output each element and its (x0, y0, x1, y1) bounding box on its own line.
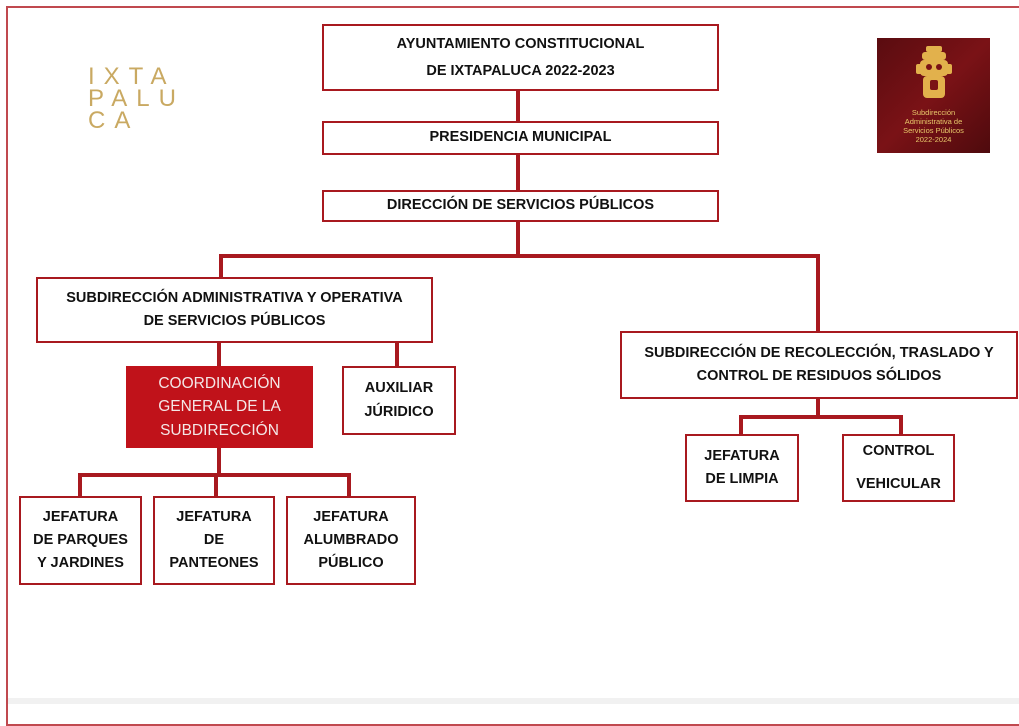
node-sub-recoleccion: SUBDIRECCIÓN DE RECOLECCIÓN, TRASLADO Y … (620, 331, 1018, 399)
logo-text-line: CA (88, 107, 140, 134)
node-label: COORDINACIÓN (158, 375, 281, 393)
node-sub-admin: SUBDIRECCIÓN ADMINISTRATIVA Y OPERATIVA … (36, 277, 433, 343)
ixtapaluca-logo: IXTA PALU CA (88, 63, 185, 134)
node-label: DE (203, 531, 225, 548)
node-ayuntamiento: AYUNTAMIENTO CONSTITUCIONAL DE IXTAPALUC… (322, 24, 719, 91)
node-label: CONTROL (862, 442, 935, 459)
node-label: AUXILIAR (364, 380, 434, 397)
bottom-strip (8, 698, 1019, 704)
node-label: Y JARDINES (37, 555, 124, 572)
mascot-emblem-icon (916, 46, 952, 98)
node-label: AYUNTAMIENTO CONSTITUCIONAL (396, 35, 645, 52)
node-label: DIRECCIÓN DE SERVICIOS PÚBLICOS (386, 197, 655, 214)
node-label: JEFATURA (704, 447, 780, 464)
node-label: PRESIDENCIA MUNICIPAL (429, 129, 612, 146)
subdireccion-badge: Subdirección Administrativa de Servicios… (877, 38, 990, 153)
node-label: SUBDIRECCIÓN (160, 421, 279, 439)
node-coordinacion: COORDINACIÓN GENERAL DE LA SUBDIRECCIÓN (126, 366, 313, 448)
badge-caption: Subdirección Administrativa de Servicios… (877, 108, 990, 144)
node-label: PÚBLICO (318, 555, 384, 572)
node-label: DE LIMPIA (705, 471, 779, 487)
node-presidencia: PRESIDENCIA MUNICIPAL (322, 121, 719, 155)
node-label: GENERAL DE LA (158, 398, 281, 416)
node-label: ALUMBRADO (303, 531, 399, 548)
node-direccion: DIRECCIÓN DE SERVICIOS PÚBLICOS (322, 190, 719, 222)
node-vehicular: CONTROL VEHICULAR (842, 434, 955, 502)
org-connectors (78, 90, 903, 497)
node-label: JEFATURA (313, 508, 389, 525)
node-label: CONTROL DE RESIDUOS SÓLIDOS (696, 368, 942, 384)
badge-caption-line: Administrativa de (904, 117, 963, 126)
badge-caption-line: 2022-2024 (915, 135, 952, 144)
logo-text-line: PALU (88, 85, 185, 112)
node-label: PANTEONES (169, 555, 259, 572)
node-label: JEFATURA (42, 508, 119, 525)
node-label: SUBDIRECCIÓN ADMINISTRATIVA Y OPERATIVA (66, 289, 403, 306)
logo-text-line: IXTA (88, 63, 176, 90)
node-label: DE IXTAPALUCA 2022-2023 (426, 62, 615, 79)
node-parques: JEFATURA DE PARQUES Y JARDINES (19, 496, 142, 585)
node-alumbrado: JEFATURA ALUMBRADO PÚBLICO (286, 496, 416, 585)
node-label: JÚRIDICO (364, 403, 434, 420)
node-label: VEHICULAR (856, 476, 941, 492)
node-limpia: JEFATURA DE LIMPIA (685, 434, 799, 502)
node-auxiliar: AUXILIAR JÚRIDICO (342, 366, 456, 435)
badge-caption-line: Subdirección (911, 108, 956, 117)
node-panteones: JEFATURA DE PANTEONES (153, 496, 275, 585)
node-label: DE SERVICIOS PÚBLICOS (143, 313, 326, 329)
badge-caption-line: Servicios Públicos (903, 126, 964, 135)
node-label: JEFATURA (176, 508, 252, 525)
node-label: DE PARQUES (33, 531, 128, 548)
node-label: SUBDIRECCIÓN DE RECOLECCIÓN, TRASLADO Y (644, 344, 994, 361)
